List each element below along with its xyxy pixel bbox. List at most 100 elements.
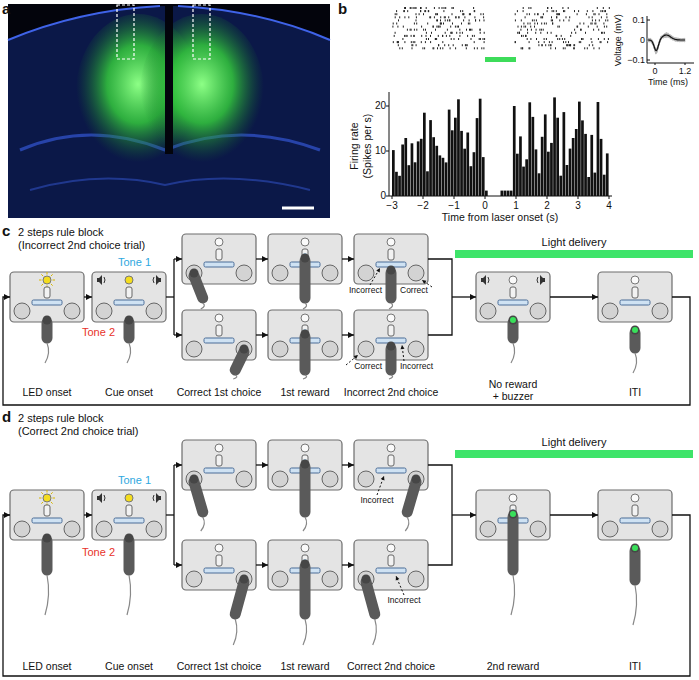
raster-tick: [416, 16, 417, 18]
step-caption: Cue onset: [105, 386, 153, 398]
raster-tick: [570, 44, 571, 46]
raster-tick: [411, 44, 412, 46]
mouse-tail: [303, 375, 307, 379]
nose-poke: [272, 341, 288, 357]
figure-line: [47, 490, 48, 493]
raster-tick: [435, 29, 436, 31]
nose-poke: [146, 521, 162, 537]
mouse-tail: [127, 575, 131, 615]
histogram-bar: [519, 136, 522, 196]
mouse-body: [386, 349, 397, 370]
raster-tick: [444, 7, 445, 9]
step-caption: Cue onset: [105, 660, 153, 672]
raster-tick: [459, 35, 460, 37]
reward-port: [388, 249, 394, 260]
histogram-bar: [594, 173, 597, 196]
axis: [389, 92, 390, 196]
raster-tick: [442, 7, 443, 9]
chamber-box: [354, 540, 428, 590]
raster-tick: [408, 16, 409, 18]
raster-tick: [425, 10, 426, 12]
raster-tick: [469, 23, 470, 25]
mouse-body: [42, 541, 53, 570]
raster-tick: [605, 10, 606, 12]
light-spot: [510, 511, 516, 517]
raster-tick: [604, 38, 605, 40]
histogram-bar: [535, 149, 538, 196]
chamber-box: [598, 490, 672, 540]
raster-tick: [411, 7, 412, 9]
mouse-body: [124, 541, 135, 570]
nose-poke: [530, 521, 546, 537]
raster-tick: [435, 38, 436, 40]
tick-label: 20: [375, 100, 386, 112]
mouse-tail: [127, 343, 131, 363]
raster-tick: [586, 13, 587, 15]
nose-poke: [652, 521, 668, 537]
histogram-bar: [451, 130, 454, 196]
raster-tick: [455, 16, 456, 18]
raster-tick: [581, 38, 582, 40]
mouse-body: [300, 261, 311, 298]
mouse-tail: [303, 303, 307, 309]
raster-tick: [607, 19, 608, 21]
raster-tick: [474, 35, 475, 37]
histogram-bar: [439, 155, 442, 196]
light-spot: [632, 545, 638, 551]
raster-tick: [536, 29, 537, 31]
spike-trace: [648, 34, 686, 52]
mouse-body: [194, 482, 203, 512]
figure-line: [39, 498, 42, 499]
flow-arrow: [166, 296, 174, 297]
raster-tick: [522, 47, 523, 49]
raster-tick: [547, 7, 548, 9]
raster-tick: [519, 32, 520, 34]
chamber-box: [182, 440, 256, 490]
raster-tick: [557, 26, 558, 28]
raster-tick: [531, 29, 532, 31]
raster-tick: [521, 26, 522, 28]
cue-led: [301, 314, 309, 322]
chamber-box: [182, 234, 256, 284]
raster-tick: [411, 41, 412, 43]
raster-tick: [591, 38, 592, 40]
raster-tick: [460, 32, 461, 34]
raster-tick: [530, 7, 531, 9]
raster-tick: [407, 29, 408, 31]
raster-tick: [567, 44, 568, 46]
panel-letter: a: [2, 0, 10, 17]
raster-tick: [472, 35, 473, 37]
tick-label: 0: [640, 35, 645, 45]
flow-arrow: [166, 514, 174, 515]
nose-poke: [186, 571, 202, 587]
cue-led: [387, 238, 395, 246]
axis-title: Time (ms): [648, 77, 688, 87]
histogram-bar: [522, 167, 525, 196]
raster-tick: [458, 16, 459, 18]
step-caption: + buzzer: [493, 390, 534, 402]
step-caption: Correct 2nd choice: [347, 660, 435, 672]
nose-poke: [322, 265, 338, 281]
raster-tick: [460, 10, 461, 12]
raster-tick: [468, 23, 469, 25]
raster-tick: [529, 41, 530, 43]
mouse-body: [630, 551, 641, 580]
raster-tick: [397, 41, 398, 43]
raster-tick: [438, 44, 439, 46]
raster-tick: [556, 10, 557, 12]
raster-tick: [404, 41, 405, 43]
histogram-bar: [556, 118, 559, 196]
raster-tick: [574, 44, 575, 46]
tone-label: Tone 2: [82, 326, 115, 339]
nose-poke: [480, 303, 496, 319]
histogram-bar: [442, 158, 445, 196]
raster-tick: [529, 47, 530, 49]
raster-tick: [602, 32, 603, 34]
speaker-icon: [481, 275, 486, 285]
mouse-body: [508, 323, 519, 338]
nose-poke: [602, 521, 618, 537]
nose-poke: [358, 471, 374, 487]
raster-tick: [583, 38, 584, 40]
raster-tick: [539, 29, 540, 31]
